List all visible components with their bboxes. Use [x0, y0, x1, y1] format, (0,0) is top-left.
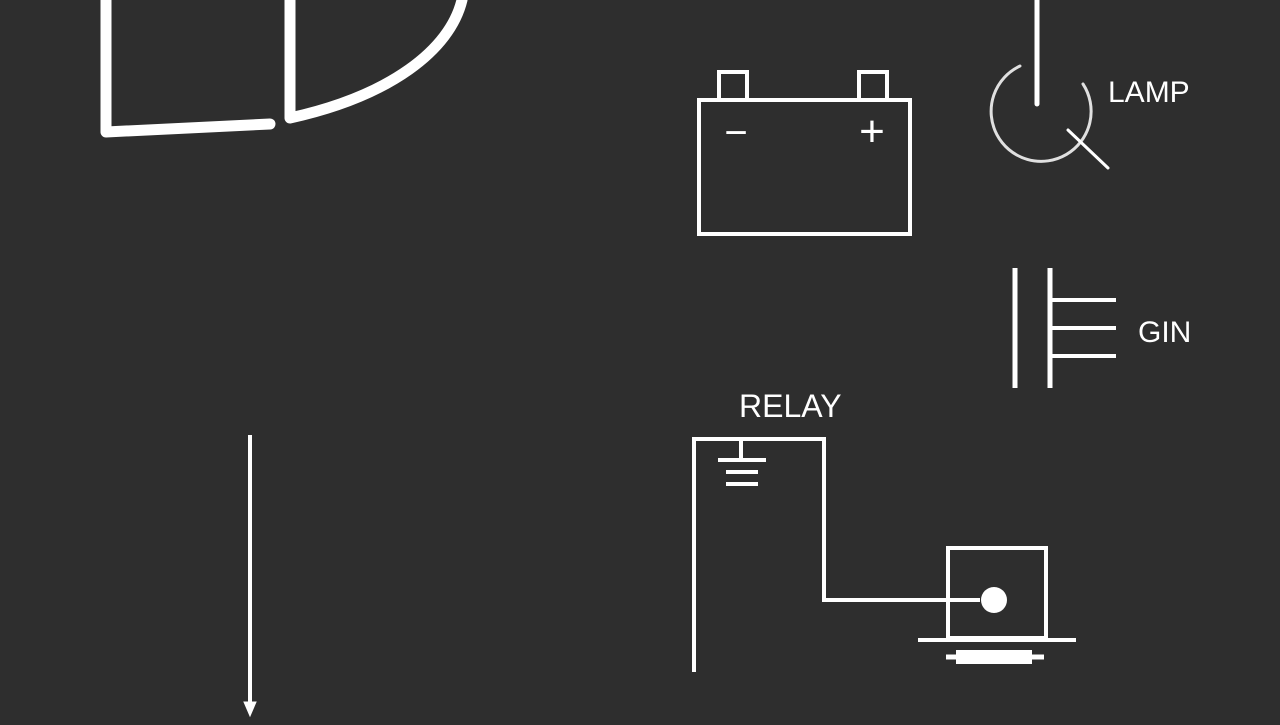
led-letters-graphic — [100, 0, 468, 138]
lamp-label: LAMP — [1108, 76, 1190, 109]
relay-symbol — [692, 437, 1076, 672]
relay-frame-wire — [692, 437, 980, 672]
ground-symbol — [1012, 268, 1116, 388]
lamp-symbol — [989, 0, 1110, 170]
relay-label: RELAY — [739, 388, 842, 424]
ground-label: GIN — [1138, 316, 1191, 349]
battery-terminal-positive — [857, 70, 889, 102]
wire-arrow-symbol — [243, 435, 257, 718]
relay-contact-block — [956, 650, 1032, 664]
relay-contact-terminal — [981, 587, 1007, 613]
battery-plus-label: + — [859, 107, 885, 156]
battery-minus-label: − — [724, 111, 747, 155]
battery-terminal-negative — [717, 70, 749, 102]
battery-symbol — [697, 70, 912, 236]
letter-l-stroke — [100, 0, 276, 138]
lamp-bulb-arc — [989, 64, 1093, 163]
letter-d-stroke — [284, 0, 468, 124]
battery-body — [697, 98, 912, 236]
wire-arrow-head — [243, 701, 257, 718]
lamp-filament-tail — [1066, 128, 1110, 170]
